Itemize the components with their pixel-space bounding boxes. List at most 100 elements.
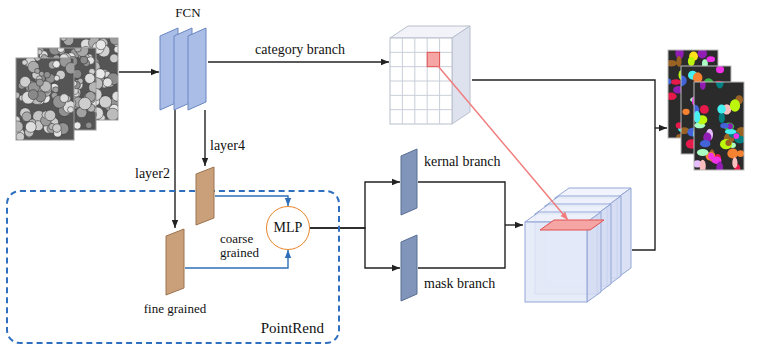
- segment-blob: [734, 133, 740, 139]
- connector-arrow: [310, 228, 400, 268]
- segment-blob: [700, 140, 711, 147]
- pebble: [68, 107, 74, 113]
- image-texture: [681, 66, 731, 154]
- feature-slab: fine grained: [165, 228, 185, 296]
- pebble: [79, 97, 91, 109]
- segment-blob: [732, 157, 737, 168]
- kernel-link: [438, 66, 568, 220]
- pebble: [112, 91, 118, 101]
- flow-arrow: [119, 71, 159, 72]
- output-image: [675, 66, 735, 160]
- pebble: [60, 94, 69, 103]
- pebble: [103, 78, 112, 87]
- pebble: [38, 49, 42, 54]
- selected-kernel: [540, 220, 604, 230]
- output-image: [690, 77, 748, 175]
- feature-slabs: FCN: [156, 6, 220, 110]
- node-label: FCN: [156, 6, 220, 20]
- segment-blob: [697, 149, 708, 156]
- segment-blob: [725, 129, 736, 134]
- pebble: [22, 60, 27, 65]
- cube-face: [525, 222, 587, 302]
- segment-blob: [727, 148, 738, 158]
- image-texture: [16, 58, 74, 140]
- branch-label: category branch: [255, 42, 345, 57]
- image-ground: [16, 58, 74, 140]
- grid-line: [390, 52, 452, 53]
- pebble: [65, 63, 74, 75]
- pebble: [16, 121, 23, 132]
- flow-arrow: [208, 61, 389, 62]
- category-cube: [390, 26, 470, 124]
- image-frame: [16, 58, 74, 140]
- pebble: [110, 54, 118, 63]
- feature-cubes: [525, 188, 631, 302]
- segment-blob: [668, 93, 677, 100]
- node-label: MLP: [274, 220, 303, 235]
- grid-line: [390, 81, 452, 82]
- pebble: [80, 56, 88, 64]
- pebble: [28, 61, 39, 72]
- pebble: [86, 122, 93, 129]
- segment-blob: [698, 50, 707, 58]
- image-frame: [694, 82, 744, 170]
- node-label: PointRend: [261, 320, 324, 337]
- segment-blob: [707, 56, 715, 62]
- segment-blob: [730, 99, 740, 111]
- pebble: [16, 92, 20, 99]
- segment-blob: [716, 82, 724, 88]
- input-image: [12, 55, 77, 141]
- segment-blob: [720, 123, 728, 129]
- slab-shape: [165, 228, 185, 296]
- segment-blob: [671, 79, 681, 85]
- connector-arrow: [174, 110, 175, 228]
- segment-blob: [681, 75, 687, 86]
- connector-arrow: [215, 196, 288, 206]
- pebble: [109, 38, 118, 45]
- segment-blob: [693, 72, 703, 83]
- feature-slab: [196, 167, 214, 225]
- pebble: [53, 61, 60, 68]
- segment-blob: [737, 150, 744, 157]
- pebble: [85, 73, 95, 83]
- connector-arrow: [204, 110, 205, 166]
- cube-face: [390, 38, 452, 124]
- mlp-circle: MLP: [266, 206, 310, 250]
- flow-arrow: [505, 224, 523, 225]
- grid-line: [390, 66, 452, 67]
- pebble: [74, 122, 81, 129]
- feature-slab: coarse grained: [195, 166, 215, 226]
- edge-label: layer2: [135, 166, 170, 181]
- segment-blob: [688, 57, 695, 66]
- segment-blob: [682, 109, 689, 115]
- feature-slab: [401, 149, 417, 215]
- segment-blob: [716, 162, 723, 170]
- pebble: [36, 79, 43, 86]
- edge-label: layer4: [210, 138, 245, 153]
- grid-line: [390, 95, 452, 96]
- slab-shape: [195, 166, 215, 226]
- pebble: [99, 96, 111, 108]
- segment-blob: [717, 105, 725, 114]
- pebble: [16, 133, 24, 140]
- grid-cell: [427, 52, 439, 66]
- segment-blob: [725, 140, 731, 146]
- pebble: [57, 48, 64, 52]
- segment-blob: [694, 111, 700, 123]
- grid-line: [390, 109, 452, 110]
- segment-blob: [720, 139, 732, 149]
- node-label: fine grained: [125, 302, 225, 316]
- node-label: mask branch: [424, 276, 495, 291]
- image-texture: [694, 82, 744, 170]
- segment-blob: [708, 153, 714, 160]
- segment-blob: [668, 60, 677, 67]
- pebble: [28, 90, 38, 100]
- merge-line: [418, 182, 505, 268]
- pebble: [45, 110, 56, 121]
- pebble: [53, 87, 59, 93]
- segment-blob: [700, 105, 709, 114]
- segment-blob: [716, 66, 724, 73]
- segment-blob: [676, 56, 681, 67]
